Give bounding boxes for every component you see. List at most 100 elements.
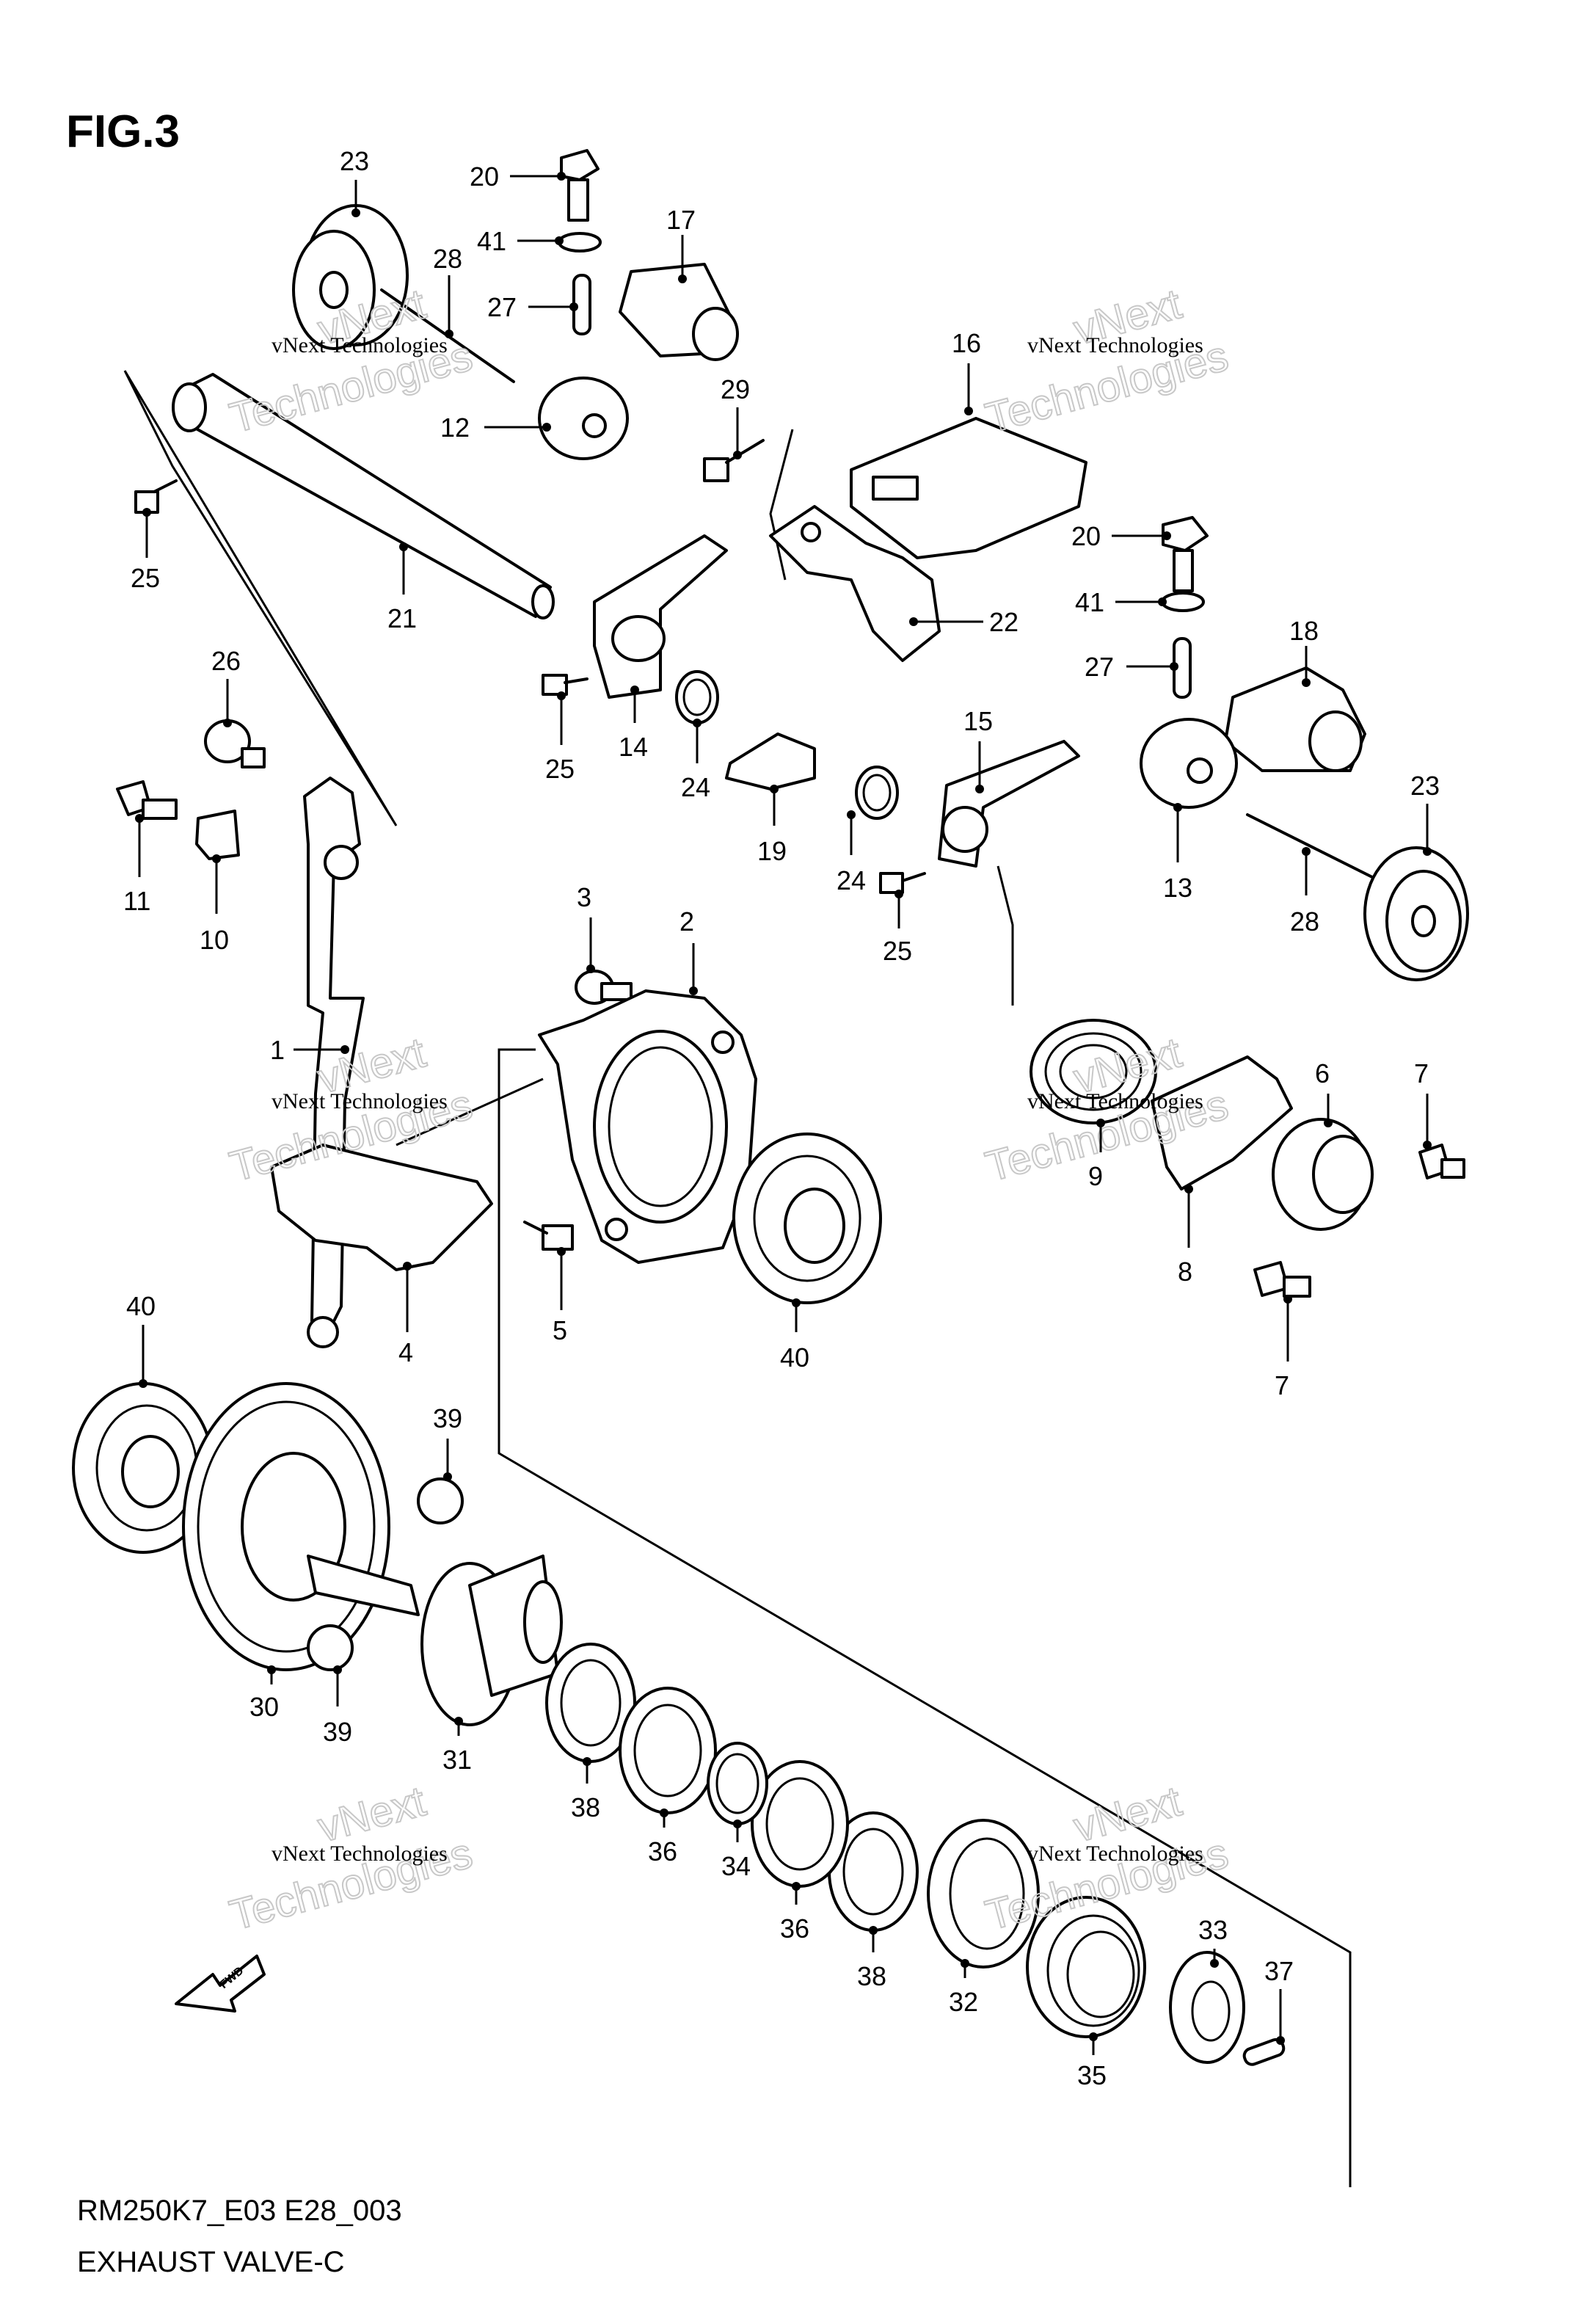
part-10-plate bbox=[195, 810, 240, 860]
part-28-pin-right bbox=[1246, 813, 1381, 882]
part-8-gasket bbox=[1151, 1055, 1293, 1190]
callout-4: 4 bbox=[398, 1337, 413, 1367]
callout-26: 26 bbox=[211, 646, 241, 676]
part-25-screw-left bbox=[134, 479, 178, 514]
svg-text:vNext Technologies: vNext Technologies bbox=[1027, 333, 1203, 357]
footer-title: EXHAUST VALVE-C bbox=[77, 2246, 345, 2278]
part-6-cap bbox=[1272, 1118, 1374, 1231]
part-34-ring bbox=[707, 1742, 768, 1825]
callout-25-right: 25 bbox=[883, 936, 912, 966]
svg-text:vNext Technologies: vNext Technologies bbox=[1027, 1842, 1203, 1866]
callout-33: 33 bbox=[1198, 1915, 1228, 1945]
part-39-ball-upper bbox=[417, 1477, 464, 1524]
callout-25-left: 25 bbox=[131, 563, 160, 593]
part-19-guide bbox=[725, 733, 816, 790]
callout-11: 11 bbox=[123, 886, 150, 916]
callout-20-right: 20 bbox=[1071, 521, 1101, 551]
callout-39-upper: 39 bbox=[433, 1403, 462, 1433]
part-12-cam bbox=[538, 377, 629, 460]
part-2-housing bbox=[538, 989, 757, 1264]
callout-16: 16 bbox=[952, 328, 981, 358]
callout-41-top: 41 bbox=[477, 226, 506, 256]
callout-40-right: 40 bbox=[780, 1342, 809, 1373]
callout-32: 32 bbox=[949, 1987, 978, 2017]
part-31-collar bbox=[420, 1555, 563, 1726]
callout-2: 2 bbox=[679, 906, 694, 937]
part-39-ball-lower bbox=[307, 1624, 354, 1671]
figure-label: FIG.3 bbox=[66, 106, 180, 157]
callout-24-right: 24 bbox=[837, 865, 866, 895]
callout-22: 22 bbox=[989, 607, 1019, 637]
part-20-bolt-right bbox=[1162, 516, 1209, 592]
part-29-screw bbox=[703, 439, 765, 482]
svg-text:vNext Technologies: vNext Technologies bbox=[272, 1842, 448, 1866]
callout-31: 31 bbox=[442, 1745, 472, 1775]
footer-code: RM250K7_E03 E28_003 bbox=[77, 2195, 402, 2227]
part-9-spring bbox=[1030, 1019, 1157, 1124]
svg-text:vNext Technologies: vNext Technologies bbox=[272, 333, 448, 357]
callout-24-left: 24 bbox=[681, 772, 710, 802]
callout-25-mid: 25 bbox=[545, 754, 575, 784]
part-21-shaft bbox=[172, 373, 555, 619]
part-4-bracket bbox=[270, 1144, 493, 1271]
callout-10: 10 bbox=[200, 925, 229, 955]
part-20-bolt-top bbox=[560, 149, 600, 222]
callout-28-right: 28 bbox=[1290, 906, 1319, 937]
callout-5: 5 bbox=[553, 1315, 567, 1345]
callout-7-lower: 7 bbox=[1275, 1370, 1289, 1400]
callout-35: 35 bbox=[1077, 2060, 1107, 2090]
callout-7-upper: 7 bbox=[1414, 1058, 1429, 1088]
part-7-bolt-lower bbox=[1253, 1261, 1311, 1298]
callout-18: 18 bbox=[1289, 616, 1319, 646]
part-24-spring-right bbox=[855, 766, 899, 820]
callout-38-upper: 38 bbox=[571, 1792, 600, 1822]
part-30-gear bbox=[182, 1382, 420, 1671]
callout-14: 14 bbox=[619, 732, 648, 762]
callout-36-lower: 36 bbox=[780, 1913, 809, 1944]
part-37-pin bbox=[1242, 2037, 1286, 2066]
callout-3: 3 bbox=[577, 882, 591, 912]
callout-30: 30 bbox=[249, 1692, 279, 1722]
part-40-bearing-right bbox=[732, 1133, 882, 1304]
callout-38-lower: 38 bbox=[857, 1961, 886, 1991]
part-11-bolt bbox=[116, 780, 178, 820]
callout-1: 1 bbox=[270, 1035, 285, 1065]
callout-29: 29 bbox=[721, 374, 750, 404]
part-25-screw-mid bbox=[542, 674, 589, 696]
part-24-spring-left bbox=[675, 670, 719, 724]
callout-27-top: 27 bbox=[487, 292, 517, 322]
part-33-retainer bbox=[1169, 1951, 1245, 2064]
callout-27-right: 27 bbox=[1085, 652, 1114, 682]
callout-13: 13 bbox=[1163, 873, 1192, 903]
callout-37: 37 bbox=[1264, 1956, 1294, 1986]
callout-6: 6 bbox=[1315, 1058, 1330, 1088]
part-25-screw-right bbox=[879, 872, 926, 894]
callout-23-left: 23 bbox=[340, 146, 369, 176]
callout-9: 9 bbox=[1088, 1161, 1103, 1191]
callout-40-left: 40 bbox=[126, 1291, 156, 1321]
callout-34: 34 bbox=[721, 1851, 751, 1881]
part-41-washer-top bbox=[558, 232, 602, 252]
callout-12: 12 bbox=[440, 412, 470, 443]
part-26-bolt bbox=[204, 719, 266, 768]
part-3-screw bbox=[575, 970, 633, 1005]
callout-39-lower: 39 bbox=[323, 1717, 352, 1747]
callout-19: 19 bbox=[757, 836, 787, 866]
part-17-sleeve bbox=[619, 263, 739, 361]
part-16-bracket bbox=[850, 417, 1087, 559]
svg-text:vNext: vNext bbox=[313, 1777, 431, 1851]
watermark-5: vNext Technologies vNext Technologies bbox=[225, 1776, 478, 1940]
callout-41-right: 41 bbox=[1075, 587, 1104, 617]
part-35-spring bbox=[1026, 1896, 1146, 2038]
callout-15: 15 bbox=[963, 706, 993, 736]
callout-28-left: 28 bbox=[433, 244, 462, 274]
part-18-sleeve bbox=[1224, 666, 1366, 772]
parts bbox=[72, 149, 1469, 2066]
part-15-lever-right bbox=[938, 740, 1080, 868]
callout-23-right: 23 bbox=[1410, 771, 1440, 801]
part-32-spring-seat bbox=[927, 1819, 1040, 1969]
callout-21: 21 bbox=[387, 603, 417, 633]
callout-20-top: 20 bbox=[470, 161, 499, 192]
watermark-1: vNext Technologies vNext Technologies bbox=[225, 279, 478, 443]
